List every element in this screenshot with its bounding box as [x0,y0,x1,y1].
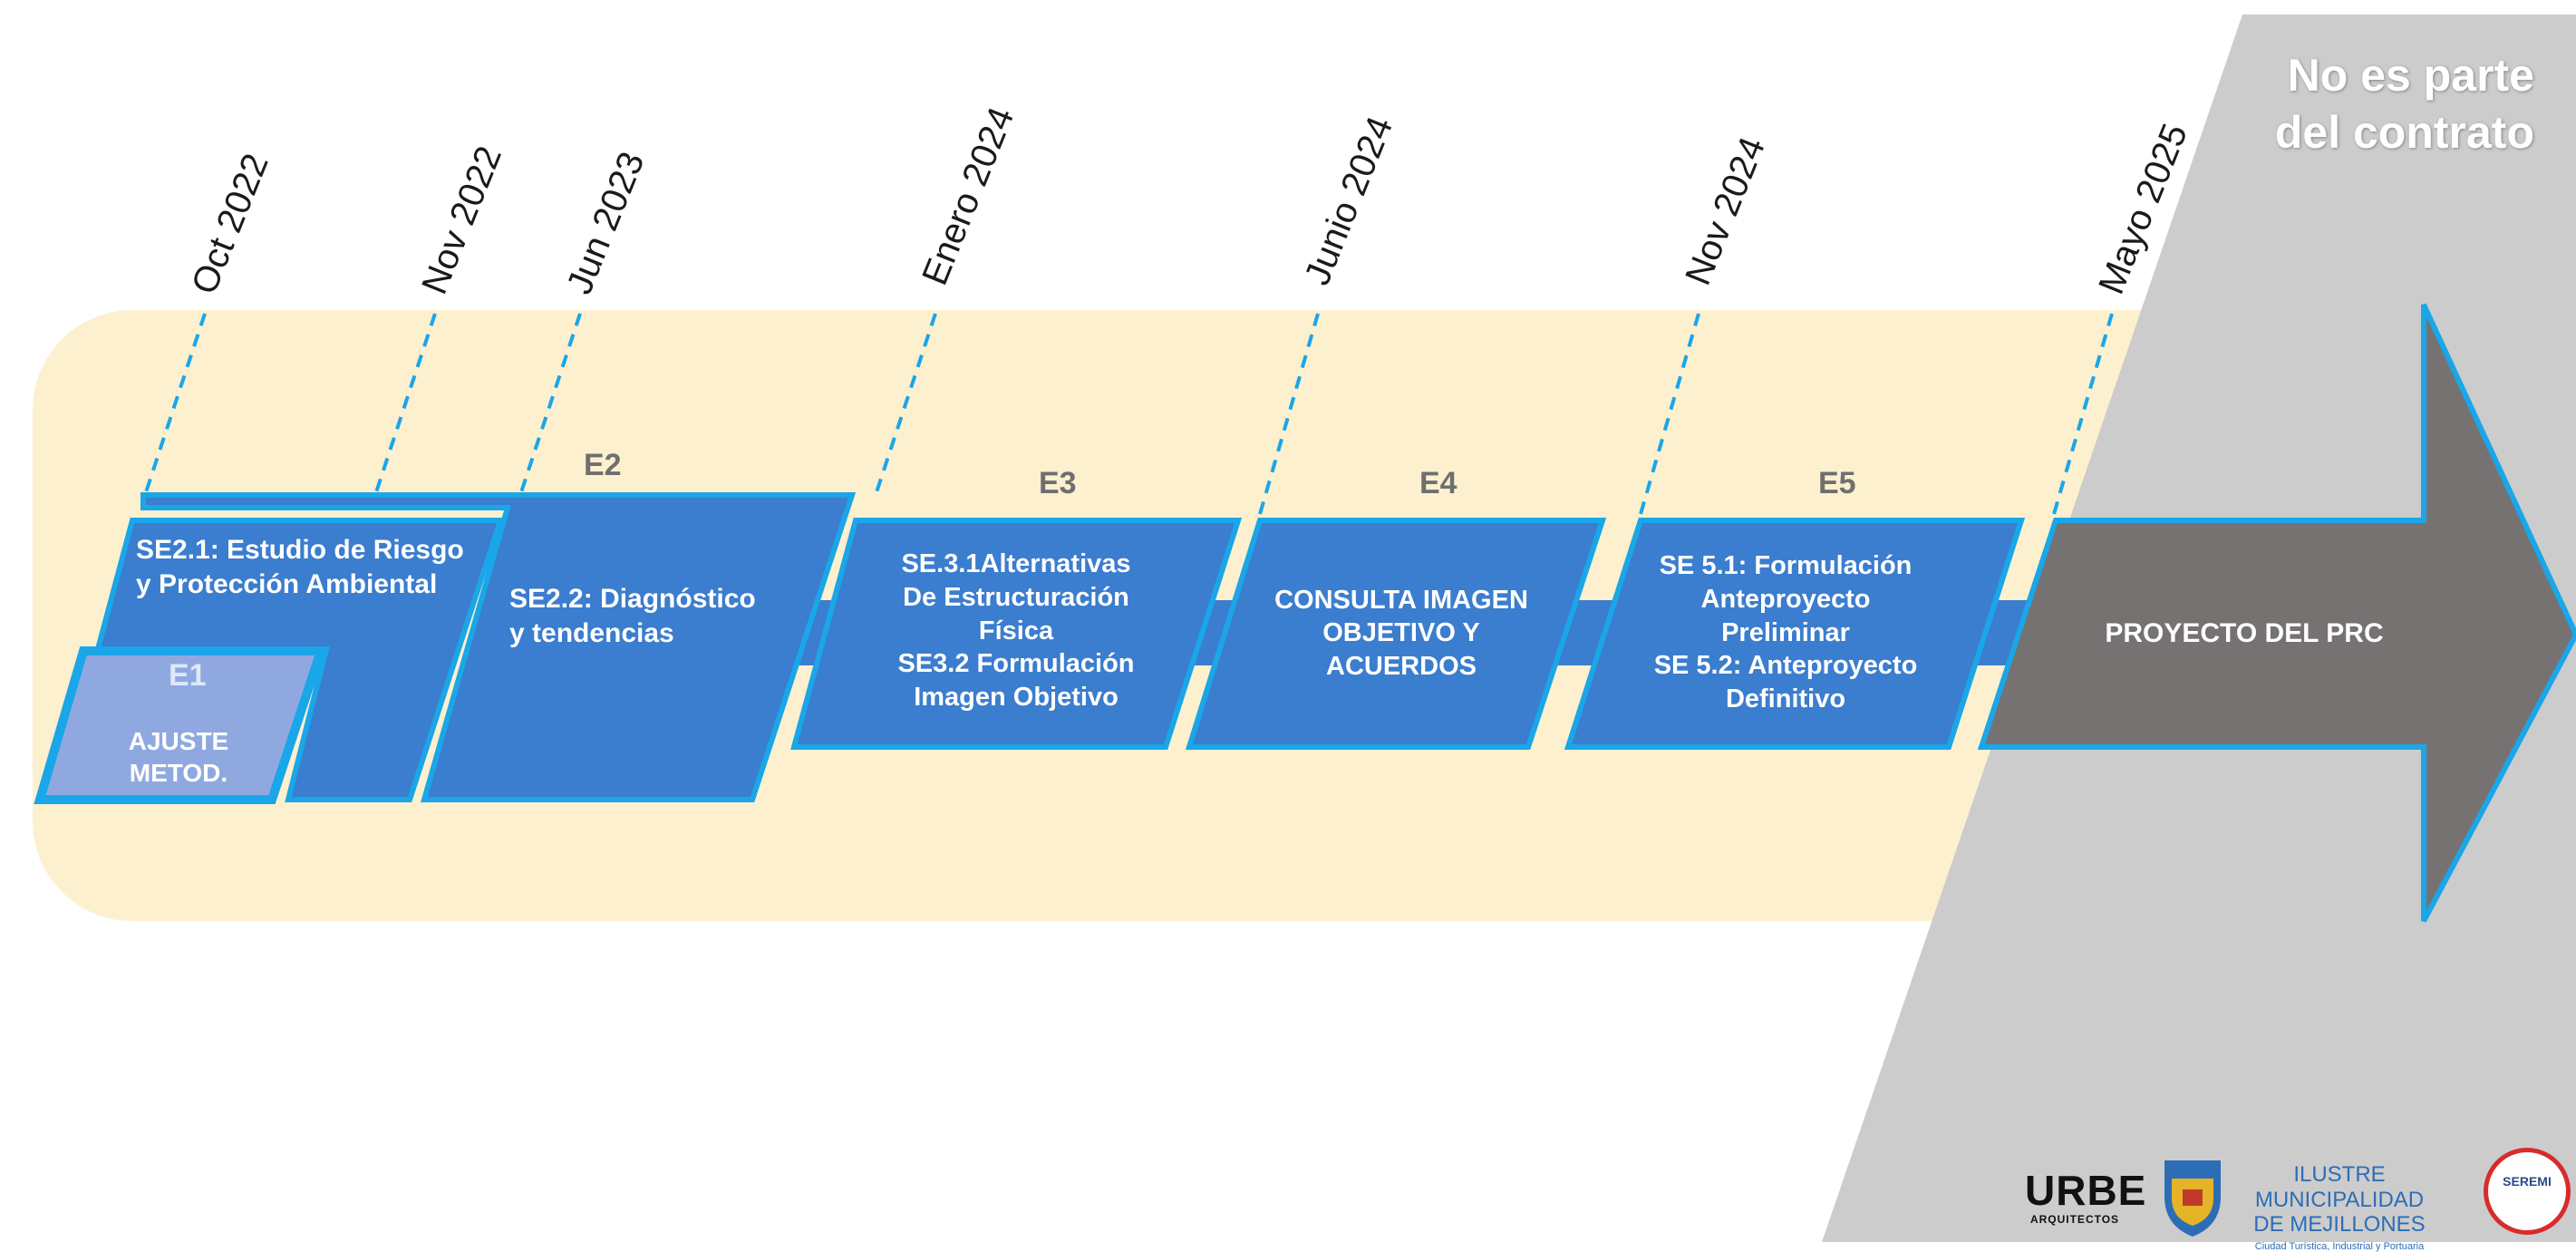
stage-text-se21: SE2.1: Estudio de Riesgo y Protección Am… [136,535,464,599]
urbe-logo-text: URBE [2025,1167,2147,1214]
seremi-logo: SEREMI [2484,1148,2571,1235]
leader-enero-2024 [874,313,937,496]
stage-text-e2: SE2.2: Diagnóstico y tendencias [509,584,756,648]
stage-text-e4: CONSULTA IMAGEN OBJETIVO Y ACUERDOS [1274,586,1528,681]
urbe-logo: URBE ARQUITECTOS [2025,1167,2147,1226]
stage-e1-shape[interactable] [34,646,327,804]
municipality-tagline: Ciudad Turística, Industrial y Portuaria [2254,1240,2425,1252]
urbe-logo-subtext: ARQUITECTOS [2029,1213,2120,1226]
mejillones-shield-icon [2164,1160,2221,1237]
seremi-logo-text: SEREMI [2503,1174,2552,1189]
stage-code-e1: E1 [169,658,207,693]
date-leaders [143,313,2114,521]
stage-code-e3: E3 [1039,466,1077,500]
municipality-logo: ILUSTRE MUNICIPALIDAD DE MEJILLONES Ciud… [2226,1162,2453,1252]
stage-e4-shape[interactable] [1185,518,1607,750]
leader-jun-2023 [518,313,582,496]
stage-text-prc: PROYECTO DEL PRC [2105,618,2384,648]
stage-e3-shape[interactable] [790,518,1243,750]
leader-nov-2024 [1637,313,1700,521]
stage-code-e2: E2 [584,448,622,482]
stage-code-e5: E5 [1818,466,1856,500]
stage-text-e5: SE 5.1: Formulación Anteproyecto Prelimi… [1653,551,1918,714]
stage-text-e1: AJUSTE METOD. [128,727,229,787]
stage-e2-shape[interactable] [140,492,857,802]
stage-text-e3: SE.3.1Alternativas De Estructuración Fís… [897,549,1135,713]
stage-code-e4: E4 [1419,466,1457,500]
leader-mayo-2025 [2050,313,2114,521]
outside-contract-label: No es parte del contrato [2274,50,2534,158]
leader-oct-2022 [143,313,207,496]
leader-junio-2024 [1256,313,1320,521]
prc-arrow-shape[interactable] [1977,303,2576,923]
leader-nov-2022 [373,313,437,496]
stage-e5-shape[interactable] [1564,518,2026,750]
municipality-name: ILUSTRE MUNICIPALIDAD DE MEJILLONES [2253,1162,2426,1237]
